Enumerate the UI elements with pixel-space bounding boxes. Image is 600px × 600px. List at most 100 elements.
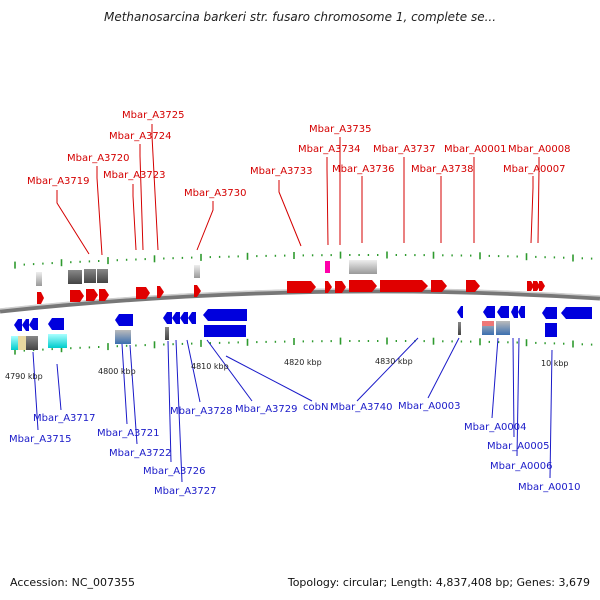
gene-arrow[interactable] (287, 281, 316, 293)
gene-label[interactable]: Mbar_A0008 (508, 144, 571, 155)
gene-label[interactable]: Mbar_A3738 (411, 164, 474, 175)
gene-arrow[interactable] (99, 289, 109, 301)
gene-label[interactable]: Mbar_A3730 (184, 188, 247, 199)
gene-label[interactable]: Mbar_A3734 (298, 144, 361, 155)
gene-arrow[interactable] (115, 314, 133, 326)
dark-feature[interactable] (165, 327, 169, 340)
gene-label[interactable]: Mbar_A3726 (143, 466, 206, 477)
gray-feature[interactable] (18, 336, 26, 350)
gene-label[interactable]: Mbar_A0004 (464, 422, 527, 433)
gene-arrow[interactable] (325, 281, 332, 293)
gene-label[interactable]: Mbar_A3733 (250, 166, 313, 177)
gene-box[interactable] (204, 325, 246, 337)
gene-label[interactable]: Mbar_A3729 (235, 404, 298, 415)
dark-feature[interactable] (84, 269, 96, 283)
dark-feature[interactable] (68, 270, 82, 284)
gene-box[interactable] (545, 323, 557, 337)
gene-label[interactable]: Mbar_A3721 (97, 428, 160, 439)
gene-label[interactable]: Mbar_A3740 (330, 402, 393, 413)
gene-arrow[interactable] (203, 309, 247, 321)
scale-tick-label: 4820 kbp (284, 358, 322, 367)
dark-feature[interactable] (97, 269, 108, 283)
gene-label[interactable]: cobN (303, 402, 328, 413)
gene-arrow[interactable] (380, 280, 428, 292)
gene-arrow[interactable] (70, 290, 84, 302)
blue-gray-feature[interactable] (115, 330, 131, 344)
gray-feature[interactable] (36, 272, 42, 286)
gene-label[interactable]: Mbar_A0003 (398, 401, 461, 412)
gene-arrow[interactable] (542, 307, 557, 319)
gene-arrow[interactable] (172, 312, 180, 324)
gene-label[interactable]: Mbar_A3737 (373, 144, 436, 155)
gene-label[interactable]: Mbar_A0007 (503, 164, 566, 175)
gene-label[interactable]: Mbar_A3723 (103, 170, 166, 181)
gene-arrow[interactable] (497, 306, 509, 318)
gene-label[interactable]: Mbar_A3724 (109, 131, 172, 142)
gene-label[interactable]: Mbar_A0005 (487, 441, 550, 452)
leader-line (530, 176, 534, 244)
gene-arrow[interactable] (136, 287, 150, 299)
gene-arrow[interactable] (14, 319, 22, 331)
gene-arrow[interactable] (466, 280, 480, 292)
gene-arrow[interactable] (533, 281, 540, 291)
gene-arrow[interactable] (561, 307, 592, 319)
leader-line (427, 337, 460, 399)
gene-label[interactable]: Mbar_A3720 (67, 153, 130, 164)
gene-arrow[interactable] (539, 281, 545, 291)
gene-label[interactable]: Mbar_A3717 (33, 413, 96, 424)
gene-arrow[interactable] (22, 319, 29, 331)
leader-line (56, 190, 90, 255)
leader-line (96, 166, 103, 256)
gene-arrow[interactable] (431, 280, 447, 292)
cyan-feature[interactable] (48, 334, 67, 348)
cyan-feature[interactable] (11, 336, 18, 350)
gene-arrow[interactable] (457, 306, 463, 318)
gene-label[interactable]: Mbar_A3715 (9, 434, 72, 445)
gene-arrow[interactable] (483, 306, 495, 318)
gene-arrow[interactable] (48, 318, 64, 330)
gene-label[interactable]: Mbar_A3727 (154, 486, 217, 497)
gene-arrow[interactable] (188, 312, 196, 324)
gene-label[interactable]: Mbar_A0006 (490, 461, 553, 472)
gene-arrow[interactable] (86, 289, 98, 301)
gene-arrow[interactable] (511, 306, 518, 318)
gene-label[interactable]: Mbar_A0001 (444, 144, 507, 155)
gray-feature[interactable] (194, 265, 200, 278)
gene-label[interactable]: Mbar_A3725 (122, 110, 185, 121)
gene-label[interactable]: Mbar_A3722 (109, 448, 172, 459)
gene-arrow[interactable] (194, 285, 201, 297)
dark-feature[interactable] (458, 322, 461, 335)
gene-arrow[interactable] (157, 286, 164, 298)
gene-label[interactable]: Mbar_A0010 (518, 482, 581, 493)
leader-line (175, 339, 183, 483)
scale-tick-label: 4810 kbp (191, 362, 229, 371)
gene-label[interactable]: Mbar_A3735 (309, 124, 372, 135)
scale-labels: 4790 kbp 4800 kbp 4810 kbp 4820 kbp 4830… (5, 357, 569, 381)
forward-gene-labels: Mbar_A3719 Mbar_A3720 Mbar_A3723 Mbar_A3… (27, 110, 571, 199)
gene-arrow[interactable] (180, 312, 188, 324)
gene-label[interactable]: Mbar_A3736 (332, 164, 395, 175)
gene-arrow[interactable] (37, 292, 44, 304)
gene-arrow[interactable] (518, 306, 525, 318)
gene-arrow[interactable] (527, 281, 534, 291)
leader-line (167, 340, 172, 463)
gene-label[interactable]: Mbar_A3719 (27, 176, 90, 187)
gene-arrow[interactable] (349, 280, 377, 292)
scale-tick-label: 4830 kbp (375, 357, 413, 366)
gene-label[interactable]: Mbar_A3728 (170, 406, 233, 417)
gene-arrow[interactable] (29, 318, 38, 330)
rna-feature[interactable] (325, 261, 330, 273)
dark-feature[interactable] (26, 336, 38, 350)
rna-feature[interactable] (482, 321, 494, 326)
gene-arrow[interactable] (335, 281, 346, 293)
leader-line (56, 363, 62, 411)
gray-feature[interactable] (349, 260, 377, 274)
blue-gray-feature[interactable] (496, 321, 510, 335)
gene-arrow[interactable] (163, 312, 172, 324)
leader-line (206, 339, 253, 402)
leader-line (129, 344, 138, 445)
leader-line (491, 337, 499, 419)
leader-line (132, 184, 137, 251)
genome-summary: Topology: circular; Length: 4,837,408 bp… (287, 576, 590, 589)
